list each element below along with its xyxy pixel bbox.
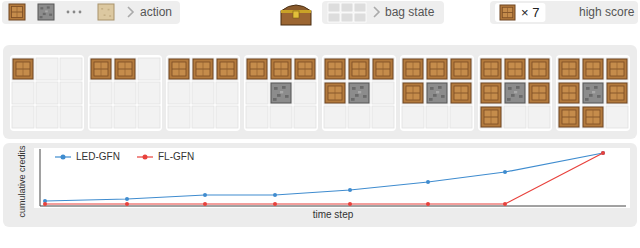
crate-icon (481, 83, 501, 103)
crate-icon (481, 59, 501, 79)
bag-state (244, 55, 318, 131)
y-axis (40, 149, 41, 206)
data-series (43, 151, 605, 206)
stone-icon (38, 4, 54, 20)
chest-icon (281, 5, 311, 25)
crate-icon (559, 59, 579, 79)
grid-cell (341, 13, 353, 22)
crate-icon (451, 83, 471, 103)
crate-icon (505, 59, 525, 79)
crate-icon (169, 59, 189, 79)
bag-state (166, 55, 240, 131)
stage-label: bag state (385, 6, 434, 18)
crate-icon (325, 59, 345, 79)
arrow-chevron (374, 7, 379, 17)
bag-state (88, 55, 162, 131)
crate-icon (13, 59, 33, 79)
bag-state (322, 55, 396, 131)
crate-icon (529, 59, 549, 79)
data-series (43, 151, 605, 203)
bag-state (478, 55, 552, 131)
crate-icon (217, 59, 237, 79)
crate-icon (9, 4, 25, 20)
crate-icon (193, 59, 213, 79)
stone-icon (505, 83, 525, 103)
crate-icon (295, 59, 315, 79)
stone-icon (271, 83, 291, 103)
crate-icon (529, 83, 549, 103)
stone-icon (427, 83, 447, 103)
axis-title: time step (313, 210, 354, 220)
crate-icon (583, 107, 603, 127)
grid-cell (354, 3, 366, 12)
score-box (495, 3, 545, 22)
crate-icon (373, 59, 393, 79)
band (322, 1, 444, 24)
crate-icon (451, 59, 471, 79)
crate-icon (403, 83, 423, 103)
legend-entry: LED-GFN (54, 151, 120, 162)
crate-icon (607, 59, 627, 79)
band (490, 1, 638, 24)
stone-icon (583, 83, 603, 103)
crate-icon (325, 83, 345, 103)
sequence-panel (3, 45, 637, 139)
legend-text: FL-GFN (158, 151, 194, 162)
crate-icon (115, 59, 135, 79)
grid-cell (328, 13, 340, 22)
count-text: × 7 (521, 5, 539, 20)
legend-entry: FL-GFN (136, 151, 194, 162)
grid-cell (354, 13, 366, 22)
block-icon (98, 4, 114, 20)
crate-icon (349, 59, 369, 79)
crate-icon (427, 59, 447, 79)
ellipsis-dot (67, 11, 70, 14)
band (2, 1, 180, 24)
grid-cell (328, 3, 340, 12)
legend-swatch (136, 153, 154, 161)
crate-icon (247, 59, 267, 79)
score-box: × 7 (495, 3, 545, 22)
ellipsis-dot (73, 11, 76, 14)
crate-icon (583, 59, 603, 79)
crate-icon (500, 5, 515, 20)
crate-icon (607, 83, 627, 103)
crate-icon (91, 59, 111, 79)
chart-panel (3, 143, 637, 227)
axis-title: cumulative credits (18, 145, 27, 217)
stage-label: high score (579, 6, 634, 18)
bag-state (10, 55, 84, 131)
stone-icon (349, 83, 369, 103)
plot-area (34, 148, 630, 208)
crate-icon (559, 107, 579, 127)
legend-text: LED-GFN (76, 151, 120, 162)
crate-icon (559, 83, 579, 103)
crate-icon (481, 107, 501, 127)
arrow-chevron (128, 7, 133, 17)
legend-swatch (54, 153, 72, 161)
grid-cell (341, 3, 353, 12)
bag-state (556, 55, 630, 131)
bag-state (400, 55, 474, 131)
stage-label: action (140, 6, 172, 18)
crate-icon (403, 59, 423, 79)
crate-icon (271, 59, 291, 79)
ellipsis-dot (79, 11, 82, 14)
